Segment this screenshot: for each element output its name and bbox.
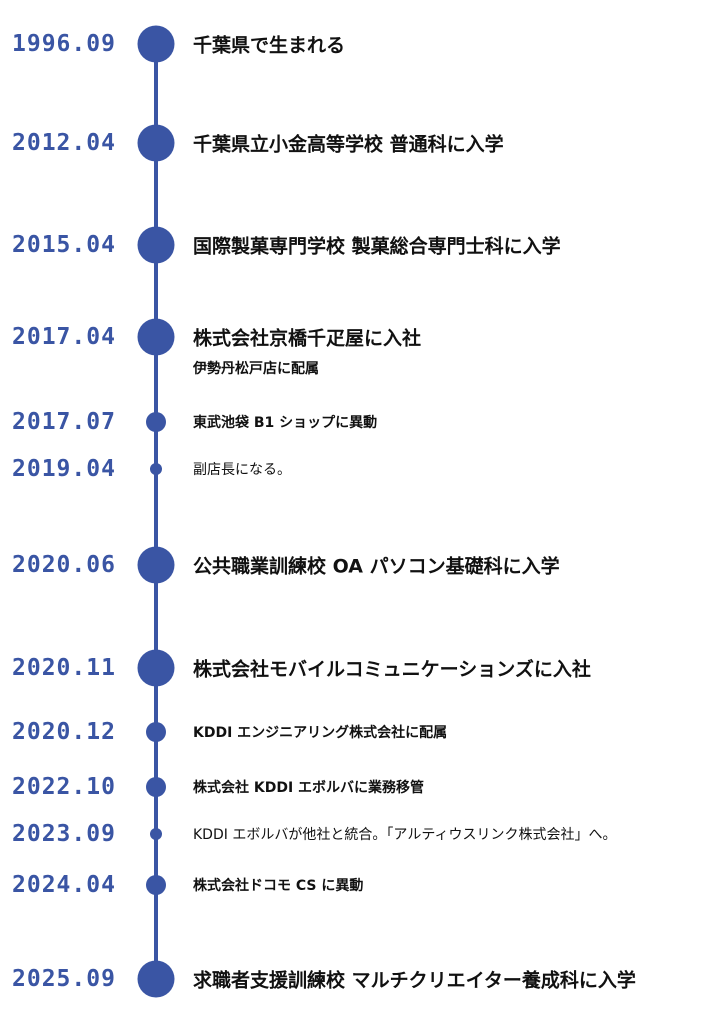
timeline-dot-icon: [150, 828, 162, 840]
timeline-dot-icon: [137, 649, 175, 687]
event-date: 2024.04: [12, 872, 116, 898]
timeline-dot-icon: [137, 546, 175, 584]
event-date: 2020.06: [12, 552, 116, 578]
event-date: 2020.12: [12, 719, 116, 745]
timeline-dot-icon: [146, 412, 166, 432]
event-date: 2023.09: [12, 821, 116, 847]
event-date: 2017.04: [12, 324, 116, 350]
event-text: 副店長になる。: [193, 462, 291, 478]
timeline-dot-icon: [150, 463, 162, 475]
timeline-dot-icon: [137, 25, 175, 63]
timeline-dot-icon: [137, 226, 175, 264]
event-date: 2025.09: [12, 966, 116, 992]
event-date: 2015.04: [12, 232, 116, 258]
timeline-dot-icon: [146, 875, 166, 895]
event-date: 2020.11: [12, 655, 116, 681]
timeline-dot-icon: [137, 960, 175, 998]
event-text: KDDI エボルバが他社と統合。「アルティウスリンク株式会社」へ。: [193, 827, 617, 843]
event-text: 公共職業訓練校 OA パソコン基礎科に入学: [193, 555, 560, 578]
event-date: 1996.09: [12, 31, 116, 57]
event-text: 株式会社 KDDI エボルバに業務移管: [193, 780, 425, 796]
event-text: 国際製菓専門学校 製菓総合専門士科に入学: [193, 235, 561, 258]
timeline-dot-icon: [137, 124, 175, 162]
event-text: 株式会社ドコモ CS に異動: [193, 878, 364, 894]
event-text: 株式会社モバイルコミュニケーションズに入社: [193, 658, 591, 681]
event-date: 2022.10: [12, 774, 116, 800]
timeline-line: [154, 44, 158, 980]
event-subtext: 伊勢丹松戸店に配属: [193, 361, 319, 377]
event-text: 千葉県で生まれる: [193, 34, 346, 57]
event-text: 株式会社京橋千疋屋に入社: [193, 327, 422, 350]
event-text: 求職者支援訓練校 マルチクリエイター養成科に入学: [193, 969, 636, 992]
event-date: 2017.07: [12, 409, 116, 435]
event-text: KDDI エンジニアリング株式会社に配属: [193, 725, 448, 741]
event-text: 東武池袋 B1 ショップに異動: [193, 415, 378, 431]
timeline-dot-icon: [137, 318, 175, 356]
timeline-dot-icon: [146, 777, 166, 797]
timeline-dot-icon: [146, 722, 166, 742]
event-text: 千葉県立小金高等学校 普通科に入学: [193, 133, 504, 156]
event-date: 2012.04: [12, 130, 116, 156]
event-date: 2019.04: [12, 456, 116, 482]
